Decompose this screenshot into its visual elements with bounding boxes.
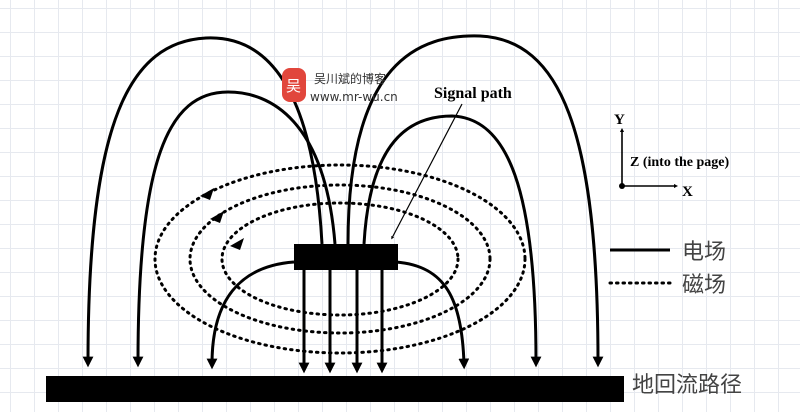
magnetic-loop-inner <box>220 201 460 317</box>
magnetic-arrow-inner <box>230 238 244 250</box>
signal-path-label: Signal path <box>434 85 512 102</box>
magnetic-loop-middle <box>188 183 492 335</box>
watermark-name: 吴川斌的博客 <box>314 71 386 86</box>
axis-y-label: Y <box>614 112 625 128</box>
axis-x-label: X <box>682 184 693 200</box>
ground-return-label: 地回流路径 <box>632 373 742 398</box>
legend-magnetic-field: 磁场 <box>682 273 726 298</box>
magnetic-field-loops <box>153 163 527 355</box>
watermark: 吴 吴川斌的博客 www.mr-wu.cn <box>282 68 398 104</box>
magnetic-loop-outer <box>153 163 527 355</box>
magnetic-arrow-outer <box>200 188 214 200</box>
signal-path-pointer <box>391 103 463 240</box>
efield-line-right-outer <box>346 34 604 368</box>
axis-z-label: Z (into the page) <box>630 155 730 170</box>
efield-line-low-left <box>206 260 295 370</box>
efield-line-right-inner <box>362 114 542 368</box>
efield-line-low-right <box>395 260 470 370</box>
ground-plane <box>46 376 624 402</box>
efield-line-left-inner <box>132 90 337 368</box>
axis-origin <box>619 183 625 189</box>
axis-indicator: Y X Z (into the page) <box>614 112 730 200</box>
electric-field-lines <box>82 34 604 374</box>
efield-line-left-outer <box>82 36 324 368</box>
magnetic-arrow-middle <box>210 211 224 223</box>
watermark-logo-char: 吴 <box>286 77 301 95</box>
watermark-logo <box>282 68 306 102</box>
legend: 电场 磁场 <box>608 240 726 298</box>
magnetic-direction-arrows <box>200 188 244 250</box>
watermark-url: www.mr-wu.cn <box>310 90 398 104</box>
signal-trace <box>294 244 398 270</box>
legend-electric-field: 电场 <box>682 240 726 265</box>
